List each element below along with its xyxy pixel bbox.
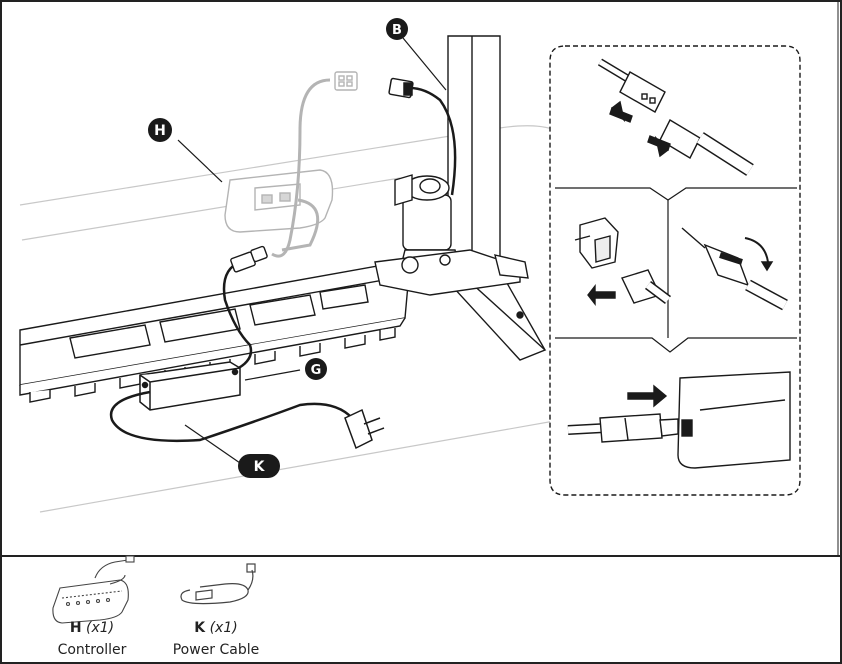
part-h-name: Controller — [57, 642, 127, 658]
controller-cable-faded-2 — [281, 198, 320, 252]
motor — [374, 174, 529, 296]
power-cable-k — [109, 390, 353, 443]
controller-to-power-cable — [222, 260, 253, 372]
power-box-g — [139, 361, 241, 411]
part-h-letter: H — [69, 620, 82, 636]
callout-h: H — [148, 118, 172, 142]
inset-adapter — [567, 371, 791, 469]
motor-cable — [409, 86, 457, 196]
callout-b: B — [386, 18, 408, 40]
callout-g: G — [305, 358, 327, 380]
callout-b-label: B — [392, 23, 402, 38]
frame-beam — [19, 261, 411, 403]
part-k-label: K (x1) — [176, 620, 256, 636]
leader-lines — [177, 37, 447, 464]
part-k-letter: K — [194, 620, 206, 636]
connector-b — [388, 77, 414, 99]
part-h-drawing — [52, 555, 135, 624]
power-plug — [344, 408, 385, 450]
callout-k: K — [238, 454, 280, 478]
controller-plug-faded — [334, 71, 358, 91]
part-k-name: Power Cable — [172, 642, 260, 658]
callout-g-label: G — [311, 363, 322, 378]
inset-connectors — [597, 58, 754, 176]
controller-cable-faded — [271, 78, 331, 258]
part-k-drawing — [180, 563, 256, 605]
part-h-qty: (x1) — [86, 620, 115, 636]
plug-to-controller — [230, 245, 268, 273]
part-k-qty: (x1) — [209, 620, 238, 636]
inset-clip — [574, 217, 671, 307]
callout-k-label: K — [254, 459, 266, 475]
inset-plug-rotate — [681, 227, 788, 311]
callout-h-label: H — [154, 123, 166, 139]
part-h-label: H (x1) — [52, 620, 132, 636]
